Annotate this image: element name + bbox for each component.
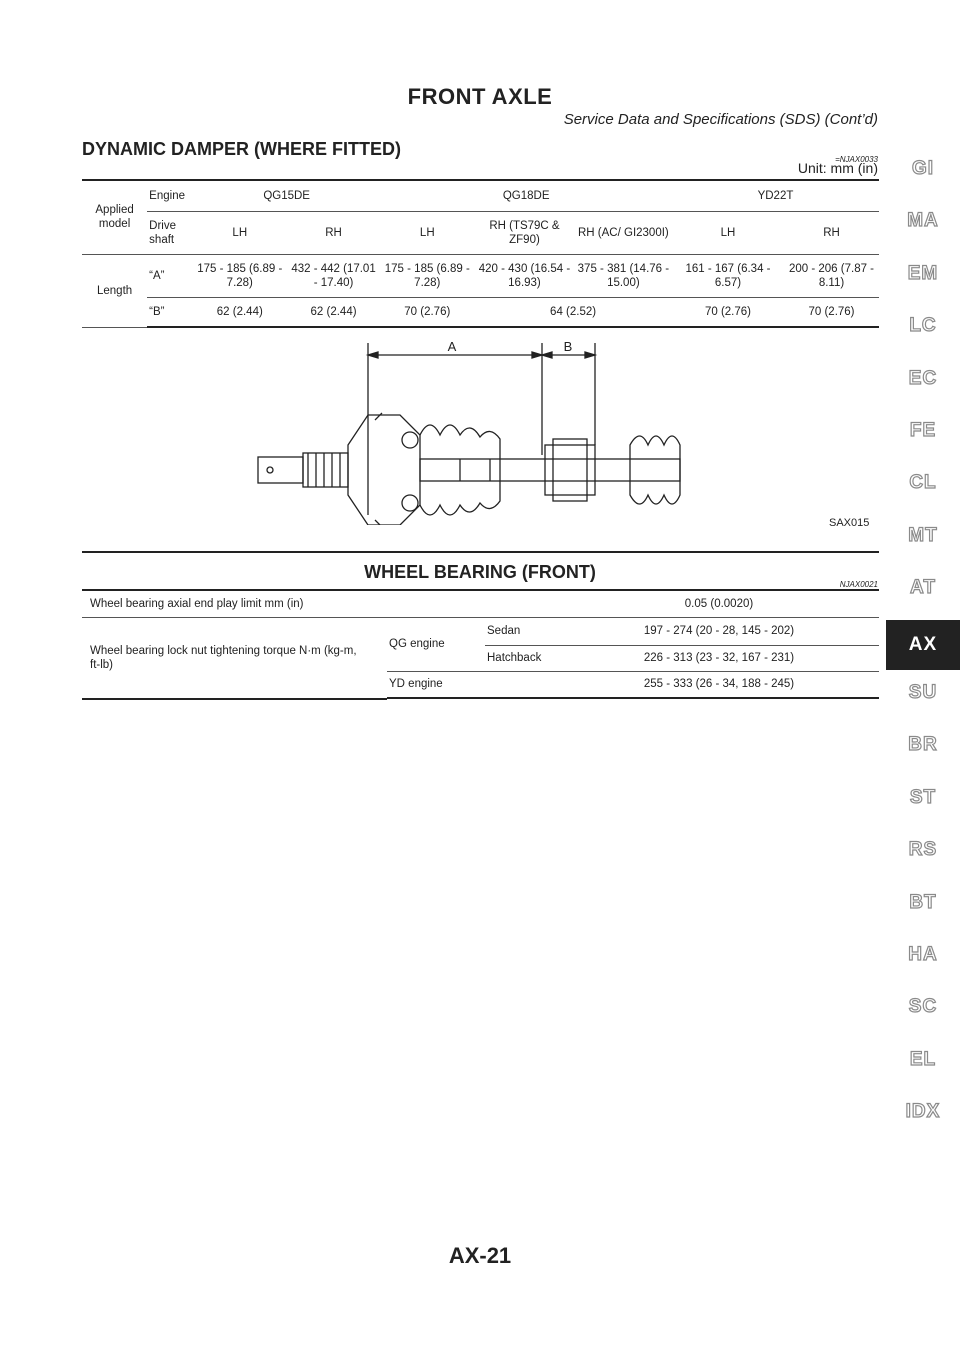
section-tab-sc[interactable]: SC <box>908 996 938 1018</box>
sedan-label: Sedan <box>485 617 559 646</box>
a-value-cell: 175 - 185 (6.89 - 7.28) <box>380 254 475 298</box>
section-tab-cl[interactable]: CL <box>909 472 937 494</box>
page-header-subtitle: Service Data and Specifications (SDS) (C… <box>563 111 878 128</box>
section-tab-st[interactable]: ST <box>909 786 937 808</box>
a-value-cell: 200 - 206 (7.87 - 8.11) <box>784 254 879 298</box>
dimension-b-label: “B” <box>147 297 193 328</box>
sedan-torque-value: 197 - 274 (20 - 28, 145 - 202) <box>559 617 879 646</box>
damper-section-code: =NJAX0033 <box>835 155 878 164</box>
bearing-section-title: WHEEL BEARING (FRONT) <box>364 562 596 582</box>
section-tab-gi[interactable]: GI <box>911 157 935 179</box>
section-tab-br[interactable]: BR <box>908 734 938 756</box>
section-tab-su[interactable]: SU <box>908 681 938 703</box>
page-header-title: FRONT AXLE <box>407 84 553 109</box>
section-tab-el[interactable]: EL <box>909 1048 937 1070</box>
a-value-cell: 432 - 442 (17.01 - 17.40) <box>286 254 381 298</box>
applied-model-label: Applied model <box>82 181 148 255</box>
section-tab-fe[interactable]: FE <box>909 419 937 441</box>
shaft-cell: LH <box>671 211 785 255</box>
b-value-cell: 64 (2.52) <box>474 297 672 328</box>
dimension-a-label: “A” <box>147 254 193 298</box>
bearing-section-code: NJAX0021 <box>839 580 878 589</box>
damper-unit-label: Unit: mm (in) <box>797 160 878 176</box>
qg-engine-label: QG engine <box>387 617 485 672</box>
shaft-cell: RH <box>286 211 381 255</box>
shaft-cell: RH <box>784 211 879 255</box>
hatchback-label: Hatchback <box>485 645 559 672</box>
end-play-label: Wheel bearing axial end play limit mm (i… <box>82 591 559 618</box>
section-tab-idx[interactable]: IDX <box>905 1101 941 1123</box>
dimension-a-text: A <box>448 339 457 354</box>
section-tab-mt[interactable]: MT <box>908 524 938 546</box>
shaft-cell: RH (TS79C & ZF90) <box>474 211 575 255</box>
damper-spec-table: Applied model Engine QG15DE QG18DE YD22T… <box>82 181 879 328</box>
section-tab-ec[interactable]: EC <box>908 367 938 389</box>
section-tab-rs[interactable]: RS <box>908 839 938 861</box>
engine-row-label: Engine <box>147 181 193 212</box>
a-value-cell: 161 - 167 (6.34 - 6.57) <box>671 254 785 298</box>
engine-yd22t: YD22T <box>671 181 879 212</box>
length-label: Length <box>82 254 148 328</box>
section-tab-em[interactable]: EM <box>907 262 939 284</box>
bearing-spec-table: Wheel bearing axial end play limit mm (i… <box>82 591 879 699</box>
bearing-table-bottom-rule <box>82 698 387 700</box>
a-value-cell: 375 - 381 (14.76 - 15.00) <box>574 254 672 298</box>
figure-code: SAX015 <box>829 517 870 529</box>
hatchback-torque-value: 226 - 313 (23 - 32, 167 - 231) <box>559 645 879 672</box>
section-tab-ma[interactable]: MA <box>907 210 939 232</box>
a-value-cell: 420 - 430 (16.54 - 16.93) <box>474 254 575 298</box>
yd-torque-value: 255 - 333 (26 - 34, 188 - 245) <box>559 671 879 699</box>
end-play-value: 0.05 (0.0020) <box>559 591 879 618</box>
shaft-cell: RH (AC/ GI2300I) <box>574 211 672 255</box>
section-tab-ax[interactable]: AX <box>886 619 960 670</box>
damper-section-title: DYNAMIC DAMPER (WHERE FITTED) <box>82 139 401 159</box>
shaft-cell: LH <box>380 211 475 255</box>
section-tab-ha[interactable]: HA <box>908 943 938 965</box>
page-number: AX-21 <box>448 1243 512 1268</box>
engine-qg15de: QG15DE <box>192 181 381 212</box>
b-value-cell: 62 (2.44) <box>192 297 287 328</box>
shaft-cell: LH <box>192 211 287 255</box>
drive-shaft-label: Drive shaft <box>147 211 193 255</box>
b-value-cell: 70 (2.76) <box>784 297 879 328</box>
b-value-cell: 70 (2.76) <box>380 297 475 328</box>
bearing-table-top-rule <box>82 589 879 591</box>
drive-shaft-illustration: A B <box>257 339 681 525</box>
section-tab-bt[interactable]: BT <box>909 891 937 913</box>
damper-table-top-rule <box>82 179 879 181</box>
yd-engine-label: YD engine <box>387 671 559 699</box>
section-tab-lc[interactable]: LC <box>909 315 937 337</box>
torque-label: Wheel bearing lock nut tightening torque… <box>82 617 387 699</box>
section-tab-at[interactable]: AT <box>909 577 936 599</box>
dimension-b-text: B <box>564 339 573 354</box>
bearing-section-top-rule <box>82 551 879 553</box>
engine-qg18de: QG18DE <box>380 181 672 212</box>
a-value-cell: 175 - 185 (6.89 - 7.28) <box>192 254 287 298</box>
b-value-cell: 62 (2.44) <box>286 297 381 328</box>
b-value-cell: 70 (2.76) <box>671 297 785 328</box>
